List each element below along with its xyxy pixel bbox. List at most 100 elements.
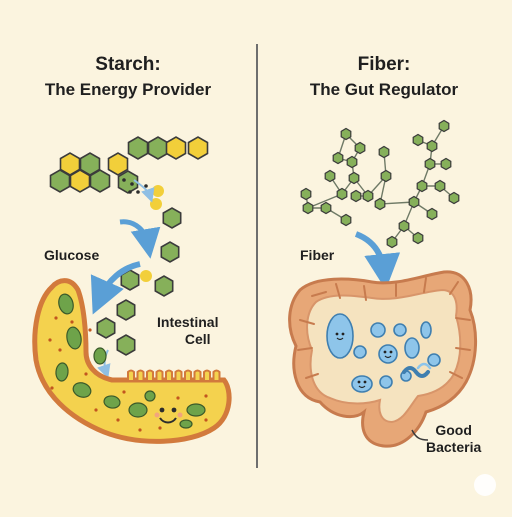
haustra-fold <box>305 373 319 379</box>
bacterium <box>427 353 441 367</box>
absorption-arrow-icon <box>90 261 141 315</box>
fiber-node <box>362 189 374 203</box>
organelles <box>55 293 206 429</box>
cell-dot <box>48 338 52 342</box>
organelle <box>66 326 82 350</box>
bacterium-eye <box>341 332 345 336</box>
cell-dots <box>48 316 208 432</box>
fiber-arrow-icon <box>354 231 401 290</box>
cell-dot <box>204 394 208 398</box>
fiber-node <box>408 195 420 209</box>
good-bacteria-label-line1: Good <box>435 422 472 438</box>
haustra-fold <box>299 319 315 325</box>
fiber-node <box>320 201 332 215</box>
microvillus <box>184 369 192 380</box>
fiber-node <box>300 187 312 201</box>
haustra <box>297 277 471 379</box>
organelle <box>186 403 206 417</box>
glucose-hexagon <box>116 299 136 321</box>
fiber-node <box>412 133 424 147</box>
bacterium <box>393 323 407 337</box>
starch-title-line1: Starch: <box>95 54 161 75</box>
good-bacteria-label: Good Bacteria <box>426 422 481 456</box>
starch-hexagon <box>107 152 129 176</box>
fiber-title: Fiber: The Gut Regulator <box>276 54 492 99</box>
organelle <box>55 362 69 382</box>
bacterium-eye <box>357 380 361 384</box>
cell-dot <box>204 418 208 422</box>
fiber-node <box>424 157 436 171</box>
bacterium <box>379 375 393 389</box>
cell-dot <box>70 320 74 324</box>
haustra-fold <box>297 347 313 351</box>
haustra-fold <box>455 317 471 321</box>
haustra-fold <box>363 285 367 301</box>
glucose-hexagon <box>116 334 136 356</box>
microvillus <box>174 369 183 380</box>
fiber-node <box>416 179 428 193</box>
bacterium-smile <box>384 355 392 359</box>
fiber-node <box>378 145 390 159</box>
bacterium-smile <box>358 385 366 389</box>
fiber-bond <box>307 193 343 209</box>
fragment-dot <box>136 190 140 194</box>
watermark-icon <box>474 474 496 496</box>
haustra-fold <box>455 347 471 351</box>
microvillus <box>127 369 135 380</box>
cell-dot <box>88 328 92 332</box>
bacterium-eye <box>383 350 387 354</box>
organelle <box>179 419 193 429</box>
fiber-node <box>426 139 438 153</box>
glucose-molecules <box>96 178 182 356</box>
fiber-bond <box>379 201 415 205</box>
cell-dot <box>54 316 58 320</box>
fiber-node <box>350 189 362 203</box>
organelle <box>93 347 107 365</box>
fiber-node <box>426 207 438 221</box>
fiber-node <box>412 231 424 245</box>
cell-dot <box>158 426 162 430</box>
cell-dot <box>116 418 120 422</box>
cell-dot <box>58 348 62 352</box>
glucose-hexagon <box>160 241 180 263</box>
microvilli <box>127 369 221 380</box>
intestinal-cell-label-line2: Cell <box>184 330 211 347</box>
microvillus <box>155 369 164 380</box>
haustra-fold <box>449 281 459 295</box>
starch-hexagon <box>117 170 139 194</box>
glucose-hexagon <box>96 317 116 339</box>
glucose-dot <box>152 185 164 197</box>
organelle <box>58 293 74 315</box>
fiber-node <box>302 201 314 215</box>
fiber-node <box>324 169 336 183</box>
fiber-node <box>448 191 460 205</box>
microvillus <box>146 369 154 380</box>
fiber-title-line2: The Gut Regulator <box>309 79 459 99</box>
bacterium-smile <box>336 337 344 341</box>
fiber-node <box>346 155 358 169</box>
fiber-node <box>398 219 410 233</box>
fragment-dot <box>130 182 134 186</box>
microvillus <box>193 369 202 380</box>
bacterium <box>370 322 386 338</box>
panel-divider <box>256 44 258 468</box>
bacterium <box>326 313 354 359</box>
bacteria-pointer-icon <box>411 429 429 441</box>
starch-hexagon <box>165 136 187 160</box>
starch-hexagon <box>49 169 71 193</box>
bacterium-eye <box>335 332 339 336</box>
fiber-node <box>340 213 352 227</box>
cell-dot <box>84 372 88 376</box>
starch-title: Starch: The Energy Provider <box>20 54 236 99</box>
microvillus <box>203 369 211 380</box>
microvillus <box>165 369 173 380</box>
starch-hexagon <box>127 136 149 160</box>
bacterium-eye <box>363 380 367 384</box>
glucose-hexagon <box>154 275 174 297</box>
intestinal-cell <box>32 278 232 444</box>
bacterium <box>420 321 432 339</box>
fragment-dot <box>144 184 148 188</box>
microvillus <box>136 369 145 380</box>
fiber-title-line1: Fiber: <box>357 54 411 75</box>
